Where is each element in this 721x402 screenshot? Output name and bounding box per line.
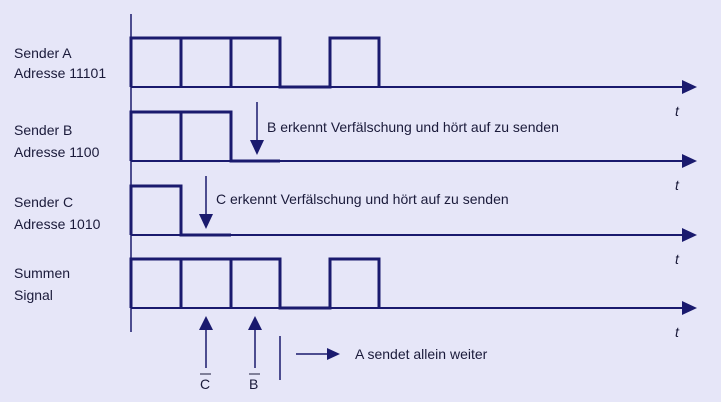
sum-signal-label-2: Signal — [14, 287, 53, 303]
marker-b-label: B — [249, 376, 258, 392]
sender-a-address: Adresse 11101 — [14, 65, 106, 81]
sender-c-address: Adresse 1010 — [14, 216, 101, 232]
sender-c-signal — [129, 184, 231, 237]
sender-a-continues-note: A sendet allein weiter — [355, 346, 488, 362]
sender-a-t-label: t — [675, 103, 680, 119]
sender-c-axis-arrowhead — [682, 228, 697, 242]
continue-arrowhead — [327, 348, 340, 360]
sum-signal-label: Summen — [14, 265, 70, 281]
sender-a-signal — [129, 36, 381, 89]
sender-c-t-label: t — [675, 251, 680, 267]
sender-c-stop-arrowhead — [199, 214, 213, 229]
sender-a-axis-arrowhead — [682, 80, 697, 94]
sender-a-label: Sender A — [14, 45, 72, 61]
marker-b-arrowhead — [248, 316, 262, 330]
sum-signal-axis-arrowhead — [682, 301, 697, 315]
sender-b-axis-arrowhead — [682, 154, 697, 168]
sender-c-label: Sender C — [14, 194, 73, 210]
sender-b-label: Sender B — [14, 122, 72, 138]
sum-signal-t-label: t — [675, 324, 680, 340]
marker-c-label: C — [200, 376, 210, 392]
sender-b-t-label: t — [675, 177, 680, 193]
sender-b-stop-arrowhead — [250, 140, 264, 155]
sender-b-signal — [129, 110, 280, 163]
sender-b-address: Adresse 1100 — [14, 144, 100, 160]
sender-b-note: B erkennt Verfälschung und hört auf zu s… — [267, 119, 559, 135]
sender-c-note: C erkennt Verfälschung und hört auf zu s… — [216, 191, 509, 207]
marker-c-arrowhead — [199, 316, 213, 330]
sum-signal-waveform — [129, 257, 381, 310]
